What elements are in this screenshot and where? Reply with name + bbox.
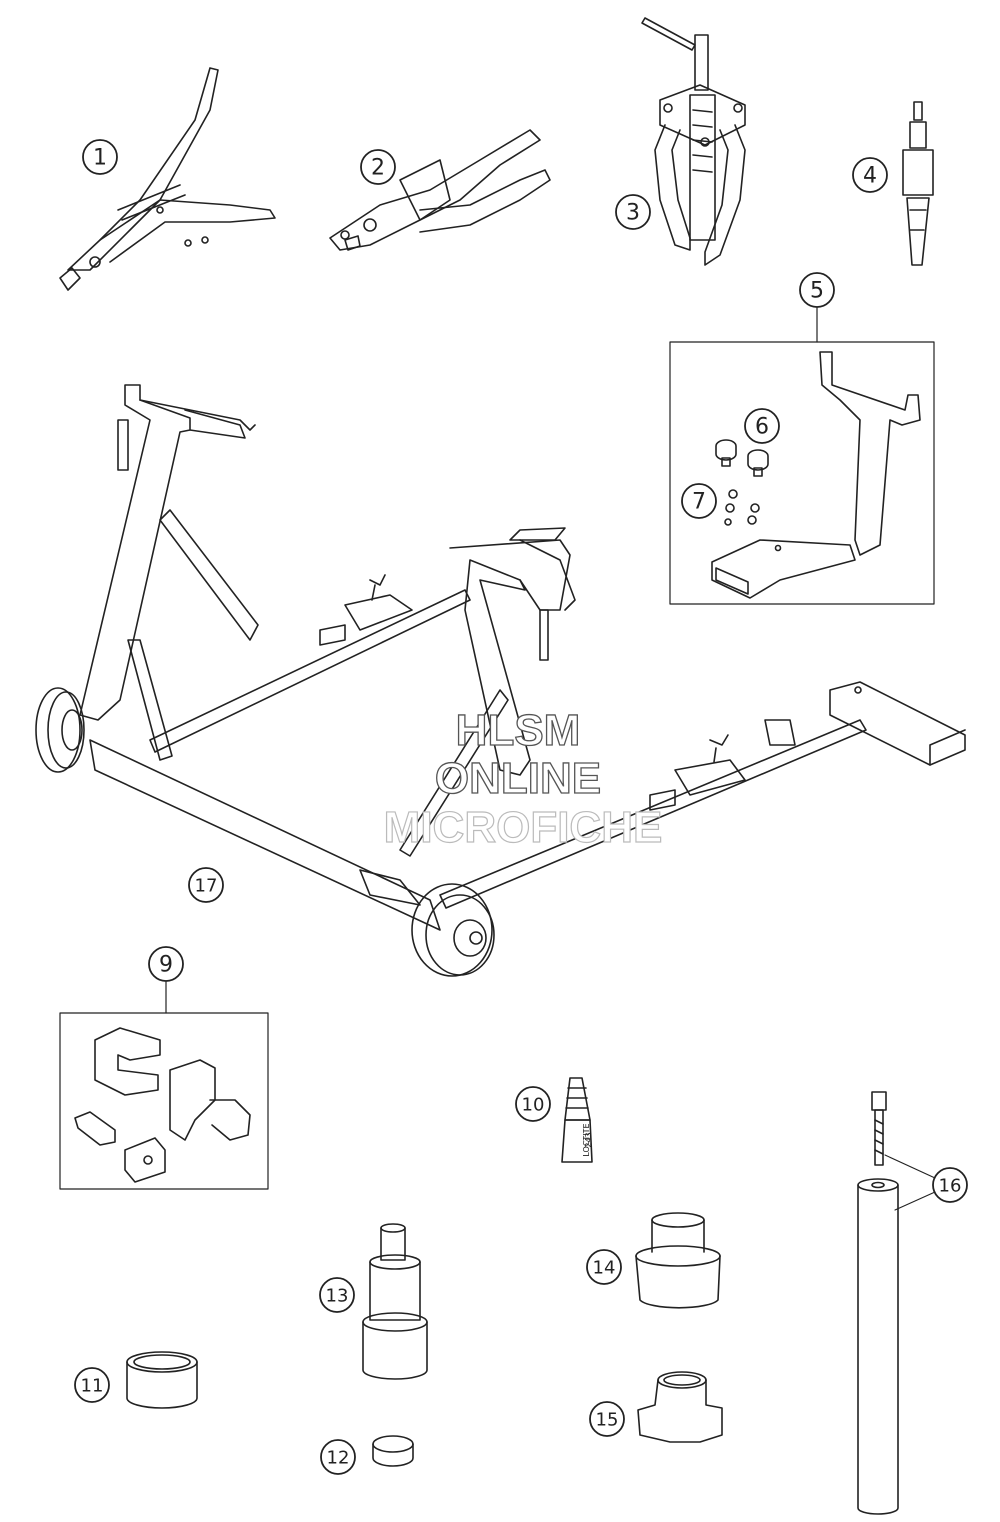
part-17-work-stand xyxy=(35,384,966,977)
part-2-hose-clamp-pliers xyxy=(329,129,551,251)
callout-16: 16 xyxy=(939,1176,962,1197)
part-4-slide-hammer xyxy=(902,101,934,266)
tube-label-brand: LOCTITE xyxy=(582,1123,591,1156)
callout-4: 4 xyxy=(863,164,877,189)
part-5-bracket xyxy=(711,351,921,599)
callout-10: 10 xyxy=(522,1095,545,1116)
part-14-press-bushing xyxy=(635,1212,721,1309)
callout-11: 11 xyxy=(81,1376,104,1397)
callout-15: 15 xyxy=(596,1410,619,1431)
callout-1: 1 xyxy=(93,146,107,171)
watermark-line-3: MICROFICHE xyxy=(384,803,663,852)
part-3-gear-puller xyxy=(641,17,746,266)
part-10-loctite-tube xyxy=(561,1077,593,1163)
part-1-pliers xyxy=(59,67,276,291)
part-6-bolts xyxy=(715,439,769,477)
watermark: HLSM ONLINE MICROFICHE xyxy=(383,705,663,852)
part-9-group-frame xyxy=(59,1012,269,1190)
part-5-group-frame xyxy=(669,341,935,605)
watermark-line-2: ONLINE xyxy=(435,754,601,803)
callout-5: 5 xyxy=(810,279,824,304)
watermark-line-1: HLSM xyxy=(456,706,581,755)
part-13-stepped-drift xyxy=(362,1223,428,1380)
part-11-bushing-ring xyxy=(126,1351,198,1409)
part-12-small-cap xyxy=(372,1435,414,1467)
callout-13: 13 xyxy=(326,1286,349,1307)
callout-7: 7 xyxy=(692,490,706,515)
callout-circles xyxy=(74,139,968,1475)
part-9-tool-set xyxy=(74,1027,251,1183)
part-16-drift-and-bolt xyxy=(857,1091,936,1515)
part-7-nuts xyxy=(724,489,760,526)
callout-2: 2 xyxy=(371,156,385,181)
callout-12: 12 xyxy=(327,1448,350,1469)
callout-17: 17 xyxy=(195,876,218,897)
callout-3: 3 xyxy=(626,201,640,226)
callout-14: 14 xyxy=(593,1258,616,1279)
part-15-press-adapter xyxy=(637,1371,723,1443)
tube-label-number: 243 xyxy=(584,1132,593,1147)
callout-9: 9 xyxy=(159,953,173,978)
callout-6: 6 xyxy=(755,415,769,440)
